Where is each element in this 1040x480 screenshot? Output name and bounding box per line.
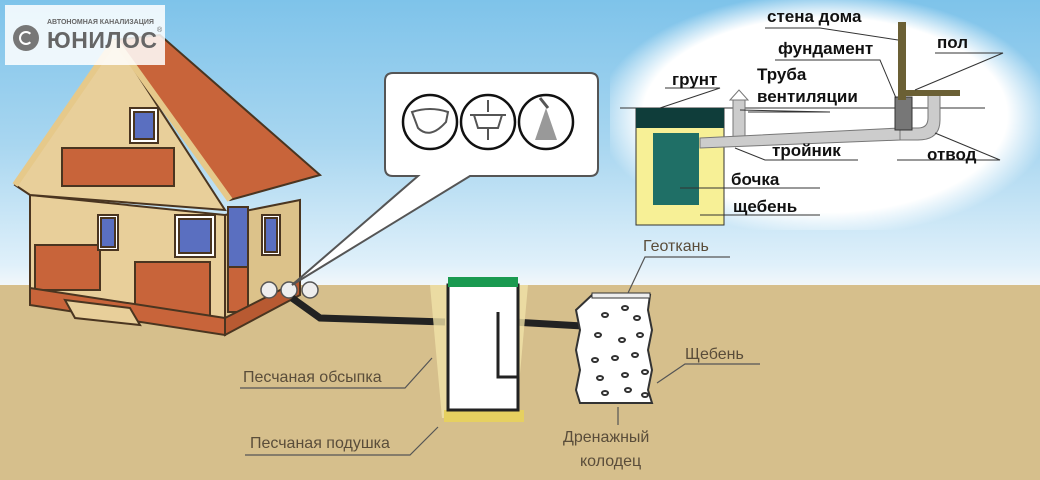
label-foundation: фундамент [778, 39, 874, 58]
label-elbow: отвод [927, 145, 977, 164]
sink-icon [459, 93, 517, 151]
label-sand-cushion: Песчаная подушка [250, 435, 390, 452]
label-geotextile: Геоткань [643, 238, 709, 255]
logo: АВТОНОМНАЯ КАНАЛИЗАЦИЯ ЮНИЛОС ® [5, 5, 165, 65]
label-barrel: бочка [731, 170, 780, 189]
logo-spiral-icon [13, 25, 39, 51]
label-sand-backfill: Песчаная обсыпка [243, 369, 382, 386]
outlet-icons [260, 281, 319, 299]
label-gravel-inset: щебень [733, 197, 798, 216]
label-vent-pipe-1: Труба [757, 65, 807, 84]
sand-cushion [444, 410, 524, 422]
septic-tank [446, 283, 520, 412]
speech-bubble [291, 72, 599, 286]
house [12, 33, 323, 337]
toilet-icon [401, 93, 459, 151]
label-gravel: Щебень [685, 346, 744, 363]
label-drainage-well-1: Дренажный [563, 429, 650, 446]
label-vent-pipe-2: вентиляции [757, 87, 858, 106]
label-drainage-well-2: колодец [580, 453, 642, 470]
label-tee: тройник [772, 141, 841, 160]
registered-mark: ® [157, 27, 163, 34]
sewer-pipe [289, 295, 446, 326]
label-soil: грунт [672, 70, 718, 89]
label-floor: пол [937, 33, 969, 52]
logo-name: ЮНИЛОС [47, 27, 158, 53]
drainage-well [574, 292, 654, 404]
logo-subtitle: АВТОНОМНАЯ КАНАЛИЗАЦИЯ [47, 19, 154, 26]
tank-lid [448, 277, 518, 287]
inset-diagram [620, 22, 985, 226]
label-wall: стена дома [767, 7, 862, 26]
